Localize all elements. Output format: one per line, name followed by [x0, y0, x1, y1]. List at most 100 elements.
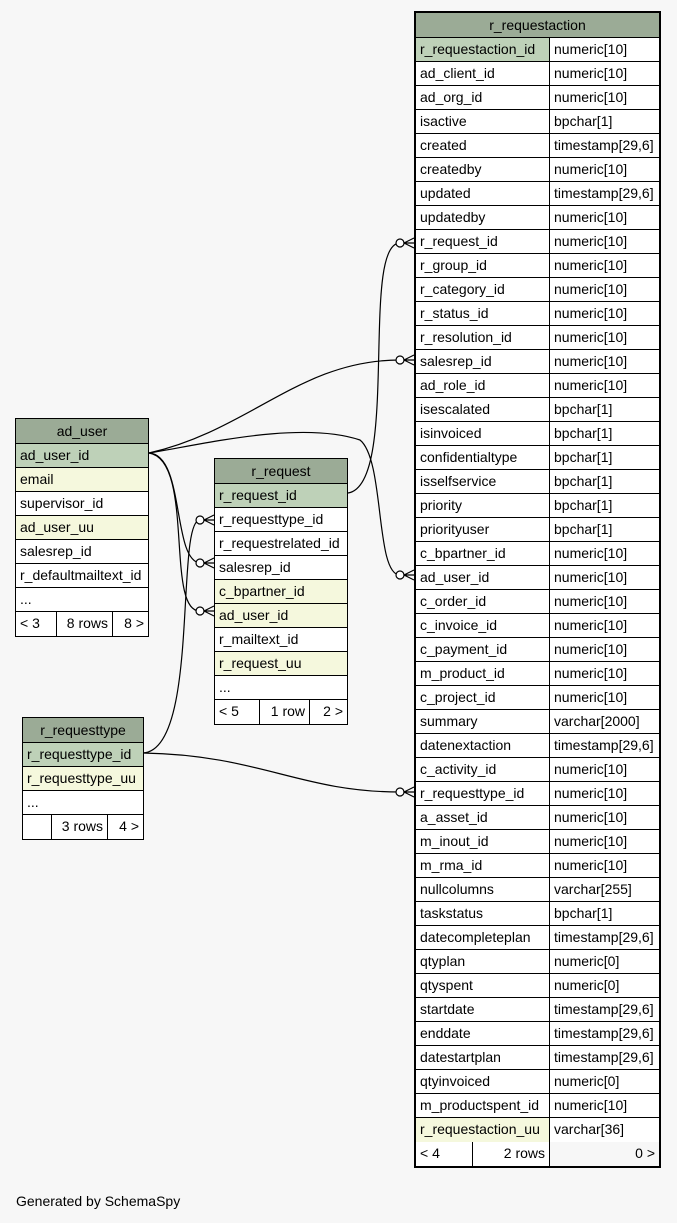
table-column: r_requesttype_uu	[23, 767, 143, 791]
column-type: numeric[10]	[549, 638, 659, 661]
column-name: m_rma_id	[420, 857, 483, 873]
edge-request-to-requestaction	[347, 242, 401, 494]
table-column: ...	[215, 676, 347, 700]
table-column: c_activity_id numeric[10]	[416, 758, 659, 782]
column-type: timestamp[29,6]	[549, 1022, 659, 1045]
column-name: updatedby	[420, 209, 486, 225]
column-type: numeric[10]	[549, 278, 659, 301]
column-type: numeric[10]	[549, 758, 659, 781]
column-name: taskstatus	[420, 905, 484, 921]
column-type: timestamp[29,6]	[549, 998, 659, 1021]
column-type: timestamp[29,6]	[549, 926, 659, 949]
parents-count[interactable]	[23, 815, 51, 839]
children-count[interactable]: 4 >	[107, 815, 143, 839]
table-title: ad_user	[16, 419, 148, 444]
column-name: enddate	[420, 1025, 471, 1041]
column-name: qtyplan	[420, 953, 466, 969]
column-type: timestamp[29,6]	[549, 1046, 659, 1069]
table-column: enddate timestamp[29,6]	[416, 1022, 659, 1046]
column-name: r_requesttype_id	[420, 785, 525, 801]
column-name: c_payment_id	[420, 641, 508, 657]
column-name: r_requestaction_id	[420, 41, 536, 57]
column-name: confidentialtype	[420, 449, 518, 465]
column-type: numeric[10]	[549, 350, 659, 373]
column-type: varchar[255]	[549, 878, 659, 901]
column-type: numeric[10]	[549, 38, 659, 61]
parents-count[interactable]: < 4	[420, 1145, 440, 1161]
table-footer: < 4 2 rows 0 >	[416, 1142, 659, 1166]
table-ad-user[interactable]: ad_user ad_user_id email supervisor_id a…	[15, 418, 149, 637]
table-column: r_request_uu	[215, 652, 347, 676]
parents-count[interactable]: < 3	[20, 615, 40, 631]
edge-ad-user-to-request-salesrep	[148, 452, 201, 564]
children-count[interactable]: 8 >	[112, 612, 148, 636]
column-type: numeric[10]	[549, 326, 659, 349]
column-name: r_requestaction_uu	[420, 1121, 540, 1137]
column-type: numeric[10]	[549, 806, 659, 829]
column-name: summary	[420, 713, 478, 729]
column-type: numeric[10]	[549, 614, 659, 637]
column-name: r_status_id	[420, 305, 489, 321]
column-type: numeric[0]	[549, 1070, 659, 1093]
children-count[interactable]: 2 >	[309, 700, 347, 724]
column-name: ad_client_id	[420, 65, 495, 81]
column-name: priority	[420, 497, 463, 513]
table-r-request[interactable]: r_request r_request_id r_requesttype_id …	[214, 458, 348, 725]
row-count: 1 row	[259, 700, 309, 724]
table-column: salesrep_id	[215, 556, 347, 580]
column-name: c_project_id	[420, 689, 496, 705]
column-name: startdate	[420, 1001, 475, 1017]
column-name: r_request_id	[420, 233, 498, 249]
column-type: numeric[10]	[549, 158, 659, 181]
column-type: timestamp[29,6]	[549, 734, 659, 757]
table-column: c_payment_id numeric[10]	[416, 638, 659, 662]
table-column: r_mailtext_id	[215, 628, 347, 652]
table-r-requesttype[interactable]: r_requesttype r_requesttype_id r_request…	[22, 717, 144, 840]
row-count: 2 rows	[472, 1142, 549, 1166]
table-column: r_requestaction_id numeric[10]	[416, 38, 659, 62]
column-name: isselfservice	[420, 473, 497, 489]
column-type: numeric[10]	[549, 566, 659, 589]
column-type: numeric[10]	[549, 662, 659, 685]
table-column: r_requestrelated_id	[215, 532, 347, 556]
column-type: varchar[2000]	[549, 710, 659, 733]
column-name: ad_org_id	[420, 89, 483, 105]
column-type: numeric[0]	[549, 950, 659, 973]
row-count: 3 rows	[51, 815, 107, 839]
column-type: varchar[36]	[549, 1118, 659, 1142]
table-column: ad_user_uu	[16, 516, 148, 540]
column-type: numeric[10]	[549, 254, 659, 277]
column-name: datestartplan	[420, 1049, 501, 1065]
edge-requesttype-to-request	[142, 519, 201, 754]
children-count[interactable]: 0 >	[549, 1142, 659, 1166]
table-column: r_requestaction_uu varchar[36]	[416, 1118, 659, 1142]
column-name: qtyspent	[420, 977, 473, 993]
parents-count[interactable]: < 5	[219, 703, 239, 719]
table-column: c_project_id numeric[10]	[416, 686, 659, 710]
column-name: c_activity_id	[420, 761, 497, 777]
table-column: c_bpartner_id	[215, 580, 347, 604]
column-type: numeric[10]	[549, 686, 659, 709]
column-name: ad_role_id	[420, 377, 486, 393]
